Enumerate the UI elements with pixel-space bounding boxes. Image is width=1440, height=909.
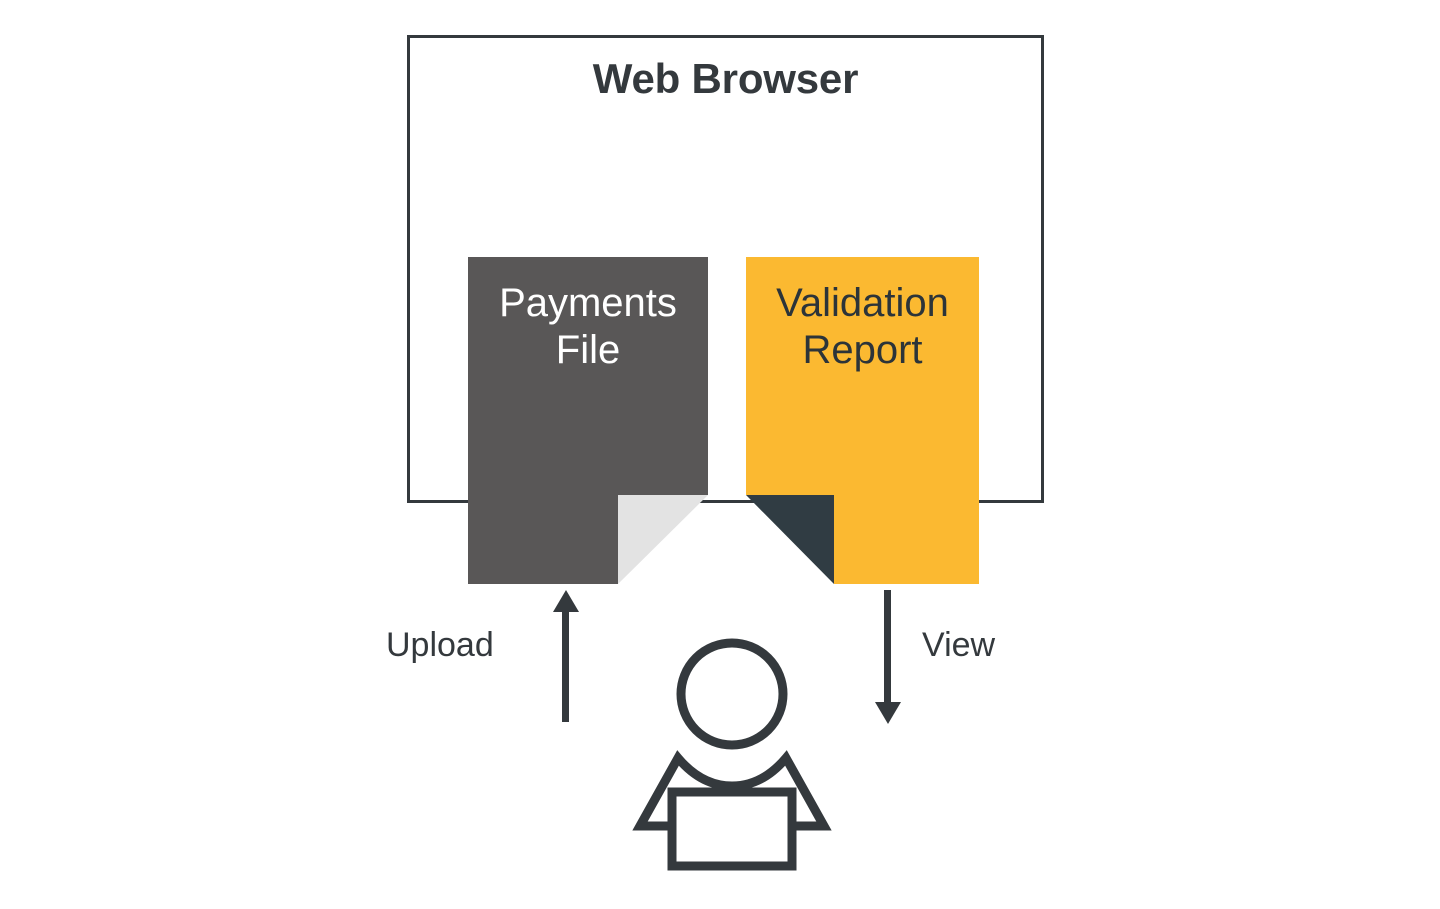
validation-report-document[interactable]: Validation Report — [746, 257, 979, 584]
person-head-icon — [676, 638, 788, 750]
validation-report-body — [746, 257, 979, 584]
validation-report-fold-icon — [746, 495, 834, 584]
payments-file-body — [468, 257, 708, 584]
person-shoulders-icon — [632, 750, 832, 831]
payments-file-shape — [468, 257, 708, 584]
validation-report-shape — [746, 257, 979, 584]
payments-file-fold-icon — [618, 495, 708, 584]
view-arrow-icon — [870, 590, 906, 724]
user-person-icon — [630, 636, 834, 872]
upload-label: Upload — [386, 626, 494, 664]
upload-arrow-icon — [548, 590, 584, 722]
payments-file-document[interactable]: Payments File — [468, 257, 708, 584]
web-browser-window — [407, 35, 1044, 503]
person-laptop-icon — [667, 787, 797, 871]
web-browser-title: Web Browser — [592, 55, 859, 102]
view-label: View — [922, 626, 996, 664]
